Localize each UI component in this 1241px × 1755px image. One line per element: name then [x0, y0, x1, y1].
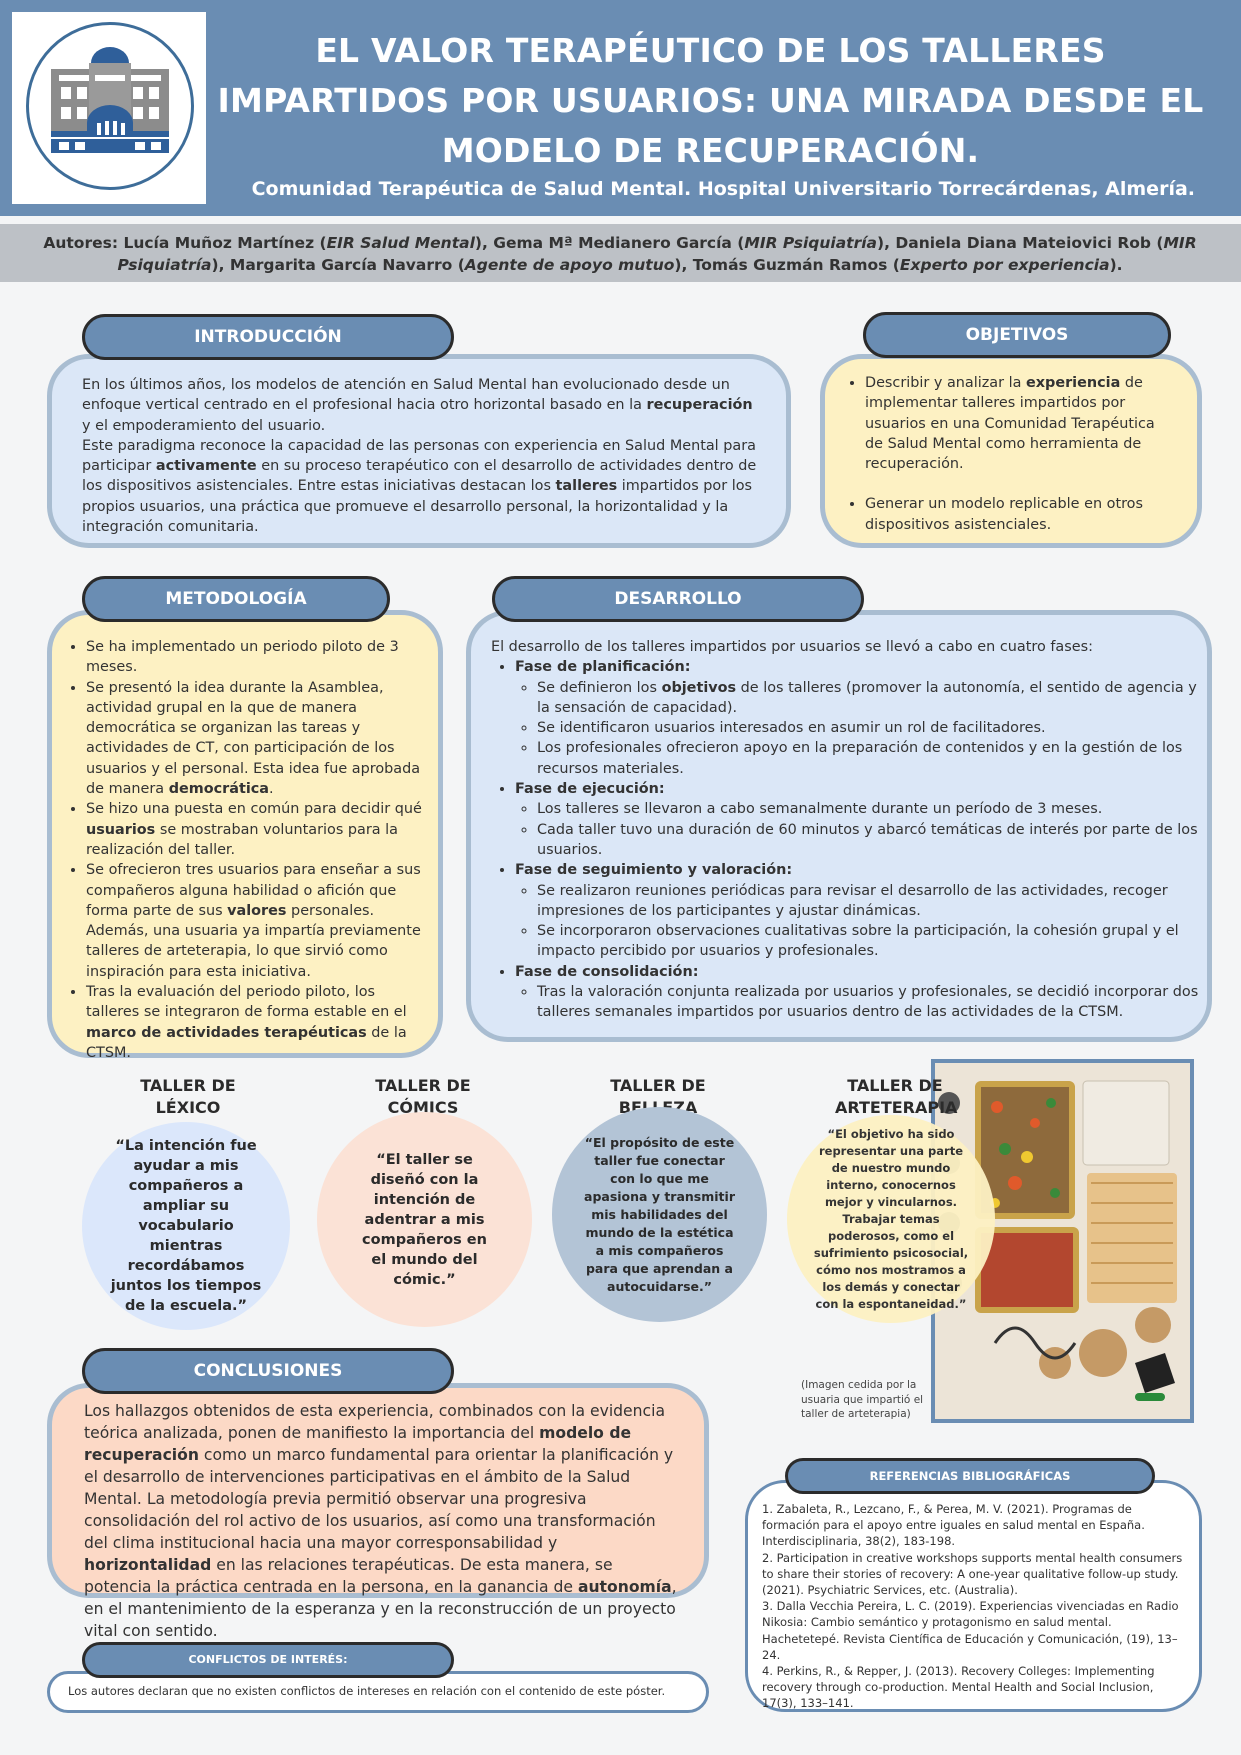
phase-subitem: Se realizaron reuniones periódicas para … — [537, 881, 1201, 922]
taller-belleza-quote: “El propósito de este taller fue conecta… — [584, 1134, 735, 1294]
hospital-logo — [12, 12, 206, 204]
phase-item: Fase de planificación: Se definieron los… — [515, 657, 1201, 779]
metodologia-item: Tras la evaluación del periodo piloto, l… — [86, 982, 432, 1063]
phase-sublist: Los talleres se llevaron a cabo semanalm… — [515, 799, 1201, 860]
desarrollo-phases: Fase de planificación: Se definieron los… — [491, 657, 1201, 1022]
conclusiones-text: Los hallazgos obtenidos de esta experien… — [84, 1402, 677, 1640]
intro-paragraph-2: Este paradigma reconoce la capacidad de … — [82, 437, 757, 536]
desarrollo-heading: DESARROLLO — [492, 576, 864, 622]
hospital-building-icon — [51, 47, 169, 153]
metodologia-heading: METODOLOGÍA — [82, 576, 390, 622]
taller-lexico-quote: “La intención fue ayudar a mis compañero… — [110, 1138, 262, 1314]
author-sep: ), — [877, 234, 896, 252]
phase-sublist: Tras la valoración conjunta realizada po… — [515, 982, 1201, 1023]
referencias-box: 1. Zabaleta, R., Lezcano, F., & Perea, M… — [745, 1480, 1202, 1712]
conclusiones-box: Los hallazgos obtenidos de esta experien… — [47, 1383, 709, 1640]
intro-heading: INTRODUCCIÓN — [82, 314, 454, 360]
desarrollo-box: El desarrollo de los talleres impartidos… — [466, 610, 1212, 1042]
authors-line: Autores: Lucía Muñoz Martínez (EIR Salud… — [20, 232, 1220, 276]
intro-box: En los últimos años, los modelos de aten… — [47, 354, 791, 548]
objetivo-item: Generar un modelo replicable en otros di… — [865, 494, 1177, 535]
phase-item: Fase de seguimiento y valoración: Se rea… — [515, 860, 1201, 961]
taller-arteterapia-title: TALLER DE ARTETERAPIA — [835, 1076, 958, 1117]
phase-subitem: Los talleres se llevaron a cabo semanalm… — [537, 799, 1201, 819]
phase-subitem: Los profesionales ofrecieron apoyo en la… — [537, 738, 1201, 779]
authors-bar — [0, 224, 1241, 282]
author-sep: ), — [211, 256, 230, 274]
phase-subitem: Cada taller tuvo una duración de 60 minu… — [537, 820, 1201, 861]
taller-lexico-circle: “La intención fue ayudar a mis compañero… — [82, 1122, 290, 1330]
referencias-heading: REFERENCIAS BIBLIOGRÁFICAS — [785, 1458, 1155, 1494]
author-sep: ), — [474, 234, 494, 252]
referencia-item: 3. Dalla Vecchia Pereira, L. C. (2019). … — [762, 1599, 1179, 1662]
author-name: Daniela Diana Mateiovici Rob ( — [895, 234, 1164, 252]
author-name: Lucía Muñoz Martínez ( — [123, 234, 327, 252]
objetivo-item: Describir y analizar la experiencia de i… — [865, 373, 1177, 474]
objetivos-box: Describir y analizar la experiencia de i… — [820, 354, 1202, 548]
phase-item: Fase de ejecución: Los talleres se lleva… — [515, 779, 1201, 860]
taller-comics-circle: “El taller se diseñó con la intención de… — [317, 1112, 532, 1327]
photo-caption: (Imagen cedida por la usuaria que impart… — [801, 1379, 924, 1420]
logo-circle — [26, 22, 194, 190]
metodologia-item: Se ha implementado un periodo piloto de … — [86, 637, 432, 678]
author-name: Tomás Guzmán Ramos ( — [692, 256, 900, 274]
referencia-item: 2. Participation in creative workshops s… — [762, 1550, 1183, 1598]
intro-paragraph-1: En los últimos años, los modelos de aten… — [82, 377, 753, 434]
phase-subitem: Tras la valoración conjunta realizada po… — [537, 982, 1201, 1023]
author-sep: ), — [674, 256, 693, 274]
author-role: Experto por experiencia — [899, 256, 1110, 274]
poster-title: EL VALOR TERAPÉUTICO DE LOS TALLERES IMP… — [217, 31, 1204, 170]
taller-lexico-title: TALLER DE LÉXICO — [140, 1076, 236, 1117]
metodologia-item: Se hizo una puesta en común para decidir… — [86, 799, 432, 860]
objetivos-list: Describir y analizar la experiencia de i… — [847, 373, 1177, 535]
author-role: MIR Psiquiatría — [744, 234, 877, 252]
author-role: MIR Psiquiatría — [117, 234, 1197, 274]
author-role: Agente de apoyo mutuo — [464, 256, 675, 274]
referencia-item: 1. Zabaleta, R., Lezcano, F., & Perea, M… — [762, 1502, 1145, 1549]
poster-subtitle: Comunidad Terapéutica de Salud Mental. H… — [251, 178, 1195, 200]
desarrollo-intro: El desarrollo de los talleres impartidos… — [491, 639, 1093, 655]
header-banner — [0, 0, 1241, 216]
author-sep: ). — [1109, 256, 1123, 274]
phase-sublist: Se definieron los objetivos de los talle… — [515, 678, 1201, 779]
author-role: EIR Salud Mental — [326, 234, 475, 252]
metodologia-box: Se ha implementado un periodo piloto de … — [47, 610, 443, 1061]
author-name: Gema Mª Medianero García ( — [493, 234, 745, 252]
metodologia-item: Se ofrecieron tres usuarios para enseñar… — [86, 860, 432, 982]
conflictos-heading: CONFLICTOS DE INTERÉS: — [82, 1642, 454, 1678]
taller-belleza-circle: “El propósito de este taller fue conecta… — [552, 1107, 767, 1322]
conflictos-text: Los autores declaran que no existen conf… — [68, 1684, 666, 1698]
phase-subitem: Se identificaron usuarios interesados en… — [537, 718, 1201, 738]
conclusiones-heading: CONCLUSIONES — [82, 1348, 454, 1394]
phase-subitem: Se definieron los objetivos de los talle… — [537, 678, 1201, 719]
taller-arteterapia-quote: “El objetivo ha sido representar una par… — [813, 1126, 969, 1311]
phase-sublist: Se realizaron reuniones periódicas para … — [515, 881, 1201, 962]
metodologia-item: Se presentó la idea durante la Asamblea,… — [86, 678, 432, 800]
arteterapia-photo — [931, 1059, 1194, 1423]
authors-prefix: Autores: — [43, 234, 124, 252]
art-supplies-image — [935, 1063, 1190, 1419]
phase-item: Fase de consolidación: Tras la valoració… — [515, 962, 1201, 1023]
objetivos-heading: OBJETIVOS — [863, 312, 1171, 358]
taller-arteterapia-circle: “El objetivo ha sido representar una par… — [787, 1115, 995, 1323]
taller-comics-quote: “El taller se diseñó con la intención de… — [362, 1151, 487, 1288]
author-name: Margarita García Navarro ( — [229, 256, 465, 274]
metodologia-list: Se ha implementado un periodo piloto de … — [68, 637, 432, 1063]
referencia-item: 4. Perkins, R., & Repper, J. (2013). Rec… — [762, 1664, 1155, 1711]
phase-subitem: Se incorporaron observaciones cualitativ… — [537, 921, 1201, 962]
